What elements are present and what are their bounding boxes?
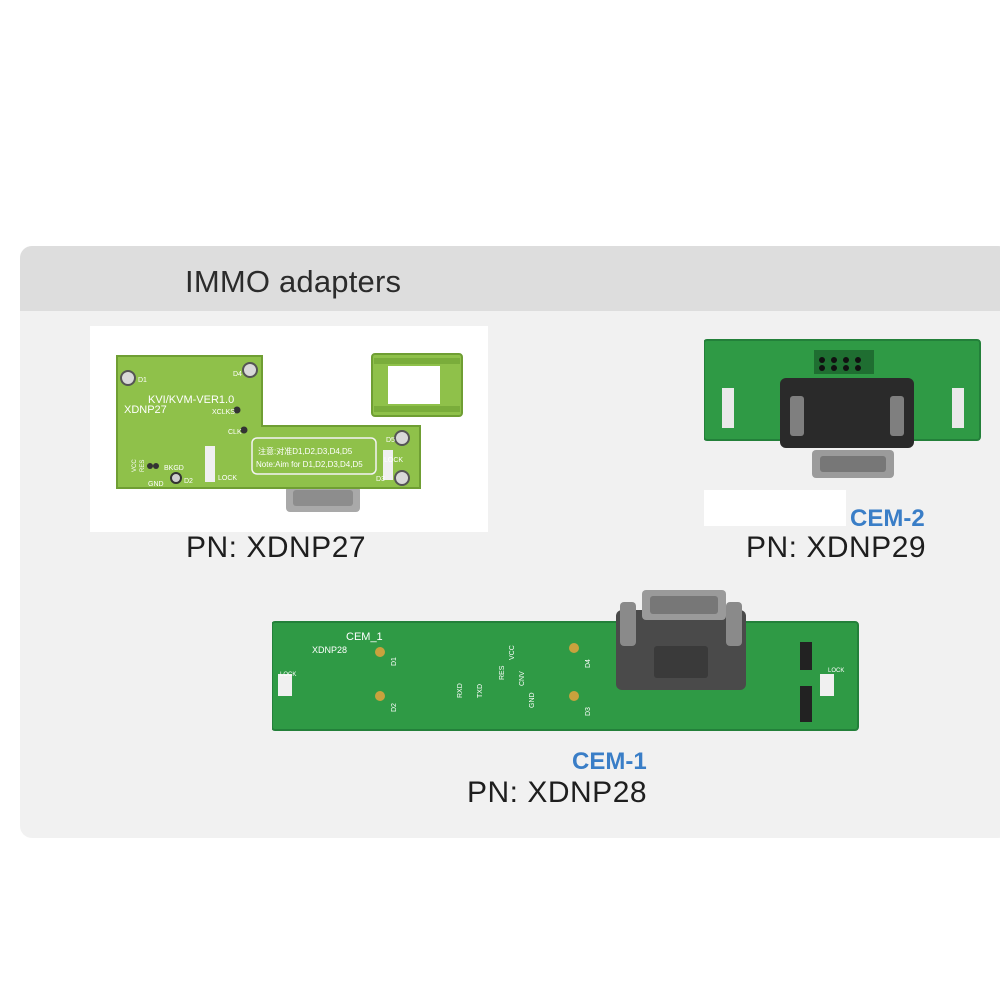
xdnp28-pin-label: CNV	[519, 671, 526, 686]
xdnp29-board-photo	[704, 339, 981, 478]
xdnp29-pn-label: PN: XDNP29	[746, 531, 927, 564]
section-title: IMMO adapters	[185, 264, 402, 299]
xdnp27-pin-label: LOCK	[384, 457, 403, 464]
cem-2-label: CEM-2	[850, 505, 925, 532]
xdnp28-pin-label: RES	[499, 665, 506, 680]
xdnp27-pin-label: D2	[184, 478, 193, 485]
xdnp27-pn-label: PN: XDNP27	[186, 531, 367, 564]
xdnp27-pin-label: D5	[386, 437, 395, 444]
xdnp28-pin-label: GND	[529, 692, 536, 708]
xdnp27-pin-label: D3	[376, 476, 385, 483]
xdnp28-pin-label: RXD	[457, 683, 464, 698]
xdnp28-pin-label: LOCK	[280, 672, 296, 678]
xdnp28-pin-label: D4	[585, 659, 592, 668]
xdnp27-pin-label: BKGD	[164, 465, 184, 472]
xdnp27-board-part: XDNP27	[124, 404, 167, 416]
xdnp27-board-note-en: Note:Aim for D1,D2,D3,D4,D5	[256, 460, 363, 469]
xdnp28-board-photo: CEM_1 XDNP28 LOCK D1 D2 RXD TXD RES VCC …	[272, 590, 859, 731]
xdnp27-pin-label: XCLKS	[212, 409, 235, 416]
xdnp27-pin-label: GND	[148, 481, 164, 488]
xdnp28-pin-label: VCC	[509, 645, 516, 660]
xdnp28-pn-label: PN: XDNP28	[467, 776, 648, 809]
xdnp27-pin-label: D4	[233, 371, 242, 378]
photo-background-patch	[704, 490, 846, 526]
xdnp27-board-photo: KVI/KVM-VER1.0 XDNP27 注意:对准D1,D2,D3,D4,D…	[90, 326, 488, 532]
xdnp28-pin-label: LOCK	[828, 668, 844, 674]
xdnp28-pin-label: D1	[391, 657, 398, 666]
xdnp27-board-model: KVI/KVM-VER1.0	[148, 394, 234, 406]
xdnp27-pin-label: VCC	[132, 459, 138, 472]
xdnp27-pin-label: CLK	[228, 429, 242, 436]
xdnp27-pin-label: RES	[140, 460, 146, 472]
xdnp27-pin-label: D1	[138, 377, 147, 384]
xdnp27-pin-label: LOCK	[218, 475, 237, 482]
xdnp28-pin-label: TXD	[477, 684, 484, 698]
xdnp27-board-note-cn: 注意:对准D1,D2,D3,D4,D5	[258, 446, 353, 456]
cem-1-label: CEM-1	[572, 748, 647, 775]
xdnp28-board-model: CEM_1	[346, 631, 383, 643]
xdnp28-pin-label: D3	[585, 707, 592, 716]
section-header: IMMO adapters	[20, 246, 1000, 311]
xdnp28-pin-label: D2	[391, 703, 398, 712]
xdnp28-board-part: XDNP28	[312, 645, 347, 655]
